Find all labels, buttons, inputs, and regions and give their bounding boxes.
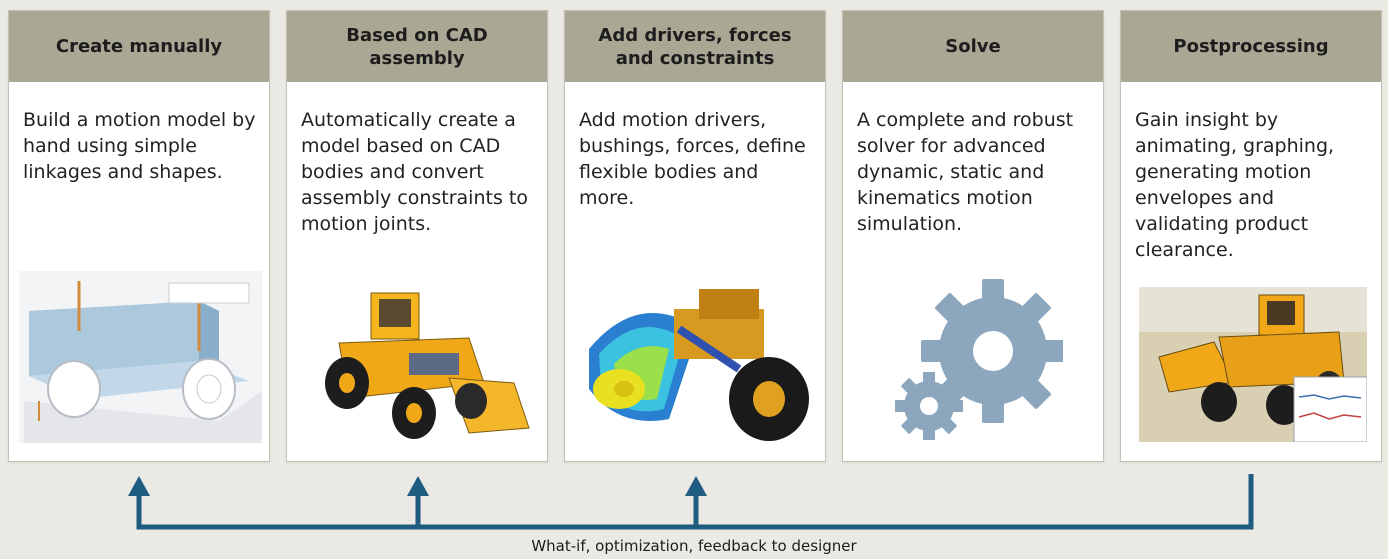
- panel-title: Postprocessing: [1121, 11, 1381, 82]
- panel-description: Build a motion model by hand using simpl…: [23, 109, 256, 183]
- flexible-body-stress-plot-image: [579, 269, 813, 445]
- gears-icon: [893, 276, 1063, 446]
- feedback-caption: What-if, optimization, feedback to desig…: [531, 537, 857, 555]
- arrowhead-icon: [407, 476, 429, 496]
- truck-bed-linkage-model-image: [19, 271, 262, 443]
- panel-description: Automatically create a model based on CA…: [301, 109, 528, 235]
- panel-description: Gain insight by animating, graphing, gen…: [1135, 109, 1335, 261]
- wheel-loader-cad-image: [299, 283, 537, 445]
- arrowhead-icon: [128, 476, 150, 496]
- panel-title: Based on CAD assembly: [287, 11, 547, 82]
- panel-create-manually: Create manually Build a motion model by …: [8, 10, 270, 462]
- panel-title: Create manually: [9, 11, 269, 82]
- panel-solve: Solve A complete and robust solver for a…: [842, 10, 1104, 462]
- loader-animation-with-graph-image: [1139, 287, 1367, 442]
- panel-drivers-forces: Add drivers, forces and constraints Add …: [564, 10, 826, 462]
- arrowhead-icon: [685, 476, 707, 496]
- panel-description: Add motion drivers, bushings, forces, de…: [579, 109, 806, 209]
- panel-title: Solve: [843, 11, 1103, 82]
- panel-postprocessing: Postprocessing Gain insight by animating…: [1120, 10, 1382, 462]
- panel-title: Add drivers, forces and constraints: [565, 11, 825, 82]
- panel-cad-assembly: Based on CAD assembly Automatically crea…: [286, 10, 548, 462]
- panel-description: A complete and robust solver for advance…: [857, 109, 1074, 235]
